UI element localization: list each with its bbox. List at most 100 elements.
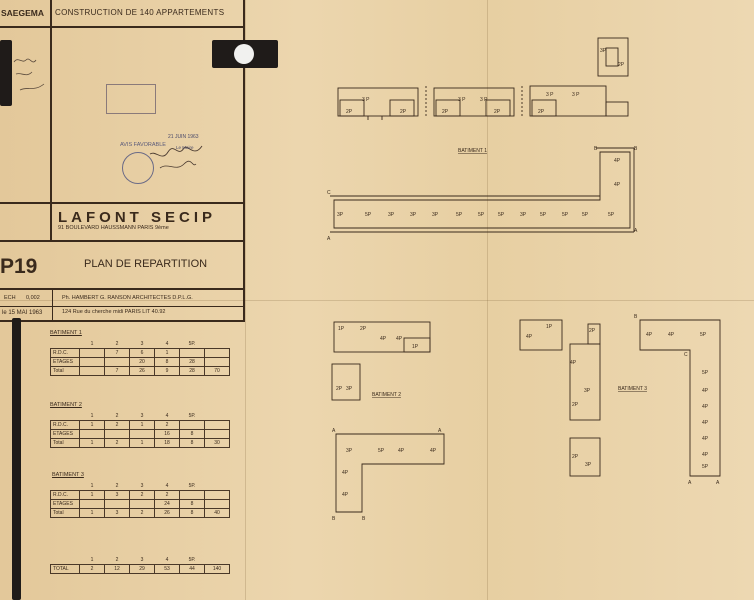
svg-text:3P: 3P bbox=[388, 212, 395, 218]
svg-text:A: A bbox=[438, 428, 442, 434]
svg-text:5P: 5P bbox=[478, 212, 485, 218]
bat1-upper-module: 3 P 3 P 2P 3P 2P bbox=[529, 37, 629, 117]
svg-text:A: A bbox=[332, 428, 336, 434]
bat3-plans: 1P 4P 2P 4P 3P 2P 2P 3P BATIMENT 3 4P 4P… bbox=[519, 314, 721, 486]
svg-text:4P: 4P bbox=[342, 470, 349, 476]
unit-label: 3 P bbox=[362, 97, 370, 103]
svg-text:A: A bbox=[688, 480, 692, 486]
svg-text:3P: 3P bbox=[520, 212, 527, 218]
fold-line bbox=[0, 300, 754, 301]
architects: Ph. HAMBERT G. RANSON ARCHITECTES D.P.L.… bbox=[62, 295, 193, 301]
svg-text:5P: 5P bbox=[540, 212, 547, 218]
svg-text:5P: 5P bbox=[378, 448, 385, 454]
stamp-avis: AVIS FAVORABLE bbox=[120, 142, 166, 148]
stamp-date: 21 JUIN 1963 bbox=[168, 134, 199, 140]
white-pin-icon bbox=[234, 44, 254, 64]
bat1-plan-label: BATIMENT 1 bbox=[458, 148, 487, 154]
svg-text:A: A bbox=[716, 480, 720, 486]
scale-label: ECH bbox=[4, 295, 16, 301]
scale-value: 0,002 bbox=[26, 295, 40, 301]
svg-text:2P: 2P bbox=[572, 454, 579, 460]
svg-text:2P: 2P bbox=[589, 328, 596, 334]
svg-text:1P: 1P bbox=[546, 324, 553, 330]
bat1-title: BATIMENT 1 bbox=[50, 330, 82, 336]
unit-label: 2P bbox=[538, 109, 545, 115]
svg-text:5P: 5P bbox=[582, 212, 589, 218]
unit-label: 2P bbox=[346, 109, 353, 115]
round-stamp bbox=[122, 152, 154, 184]
svg-text:C: C bbox=[327, 190, 331, 196]
bat2-plans: 1P 2P 4P 4P 1P 2P 3P BATIMENT 2 3P 5P 4P… bbox=[331, 321, 445, 522]
svg-text:4P: 4P bbox=[342, 492, 349, 498]
svg-text:3P: 3P bbox=[410, 212, 417, 218]
svg-text:4P: 4P bbox=[396, 336, 403, 342]
svg-text:B: B bbox=[332, 516, 336, 522]
square-stamp bbox=[106, 84, 156, 114]
svg-text:A: A bbox=[634, 228, 638, 234]
svg-text:5P: 5P bbox=[702, 370, 709, 376]
svg-text:4P: 4P bbox=[398, 448, 405, 454]
drawing-title: PLAN DE REPARTITION bbox=[84, 258, 208, 270]
unit-label: 2P bbox=[618, 62, 625, 68]
firm-name: LAFONT SECIP bbox=[58, 209, 217, 226]
bat3-title: BATIMENT 3 bbox=[52, 472, 84, 478]
svg-text:5P: 5P bbox=[365, 212, 372, 218]
svg-text:4P: 4P bbox=[702, 452, 709, 458]
drawing-number: P19 bbox=[0, 255, 38, 278]
date-text: le 15 MAI 1963 bbox=[2, 310, 43, 316]
svg-text:1P: 1P bbox=[338, 326, 345, 332]
svg-text:4P: 4P bbox=[614, 158, 621, 164]
svg-text:4P: 4P bbox=[526, 334, 533, 340]
svg-text:4P: 4P bbox=[702, 420, 709, 426]
svg-text:4P: 4P bbox=[380, 336, 387, 342]
bat3-plan-label: BATIMENT 3 bbox=[618, 386, 647, 392]
unit-label: 3 P bbox=[480, 97, 488, 103]
fold-line bbox=[245, 0, 246, 600]
black-clip bbox=[0, 40, 12, 106]
svg-text:A: A bbox=[327, 236, 331, 242]
fold-line bbox=[487, 0, 488, 600]
firm-address: 91 BOULEVARD HAUSSMANN PARIS 9ème bbox=[58, 225, 169, 231]
svg-text:5P: 5P bbox=[702, 464, 709, 470]
unit-label: 2P bbox=[494, 109, 501, 115]
svg-text:4P: 4P bbox=[570, 360, 577, 366]
stamp-maire: Le Maire bbox=[176, 145, 194, 150]
svg-text:B: B bbox=[634, 314, 638, 320]
svg-text:5P: 5P bbox=[498, 212, 505, 218]
bat2-plan-label: BATIMENT 2 bbox=[372, 392, 401, 398]
unit-label: 3P bbox=[600, 48, 607, 54]
unit-label: 3 P bbox=[546, 92, 554, 98]
svg-text:B: B bbox=[634, 146, 638, 152]
svg-text:C: C bbox=[684, 352, 688, 358]
svg-text:4P: 4P bbox=[614, 182, 621, 188]
svg-text:3P: 3P bbox=[584, 388, 591, 394]
svg-text:B: B bbox=[594, 146, 598, 152]
unit-label: 3 P bbox=[572, 92, 580, 98]
binding-strip bbox=[12, 318, 21, 600]
project-title: CONSTRUCTION DE 140 APPARTEMENTS bbox=[55, 8, 225, 17]
architects-address: 124 Rue du cherche midi PARIS LIT 40.92 bbox=[62, 309, 166, 315]
svg-text:4P: 4P bbox=[430, 448, 437, 454]
bat2-title: BATIMENT 2 bbox=[50, 402, 82, 408]
svg-text:5P: 5P bbox=[456, 212, 463, 218]
svg-text:3P: 3P bbox=[337, 212, 344, 218]
svg-text:B: B bbox=[362, 516, 366, 522]
svg-text:4P: 4P bbox=[702, 436, 709, 442]
svg-text:5P: 5P bbox=[700, 332, 707, 338]
svg-text:5P: 5P bbox=[608, 212, 615, 218]
svg-text:4P: 4P bbox=[668, 332, 675, 338]
svg-text:2P: 2P bbox=[336, 386, 343, 392]
svg-text:3P: 3P bbox=[346, 386, 353, 392]
svg-text:3P: 3P bbox=[346, 448, 353, 454]
unit-label: 2P bbox=[400, 109, 407, 115]
svg-text:4P: 4P bbox=[646, 332, 653, 338]
unit-label: 3 P bbox=[458, 97, 466, 103]
svg-text:4P: 4P bbox=[702, 404, 709, 410]
